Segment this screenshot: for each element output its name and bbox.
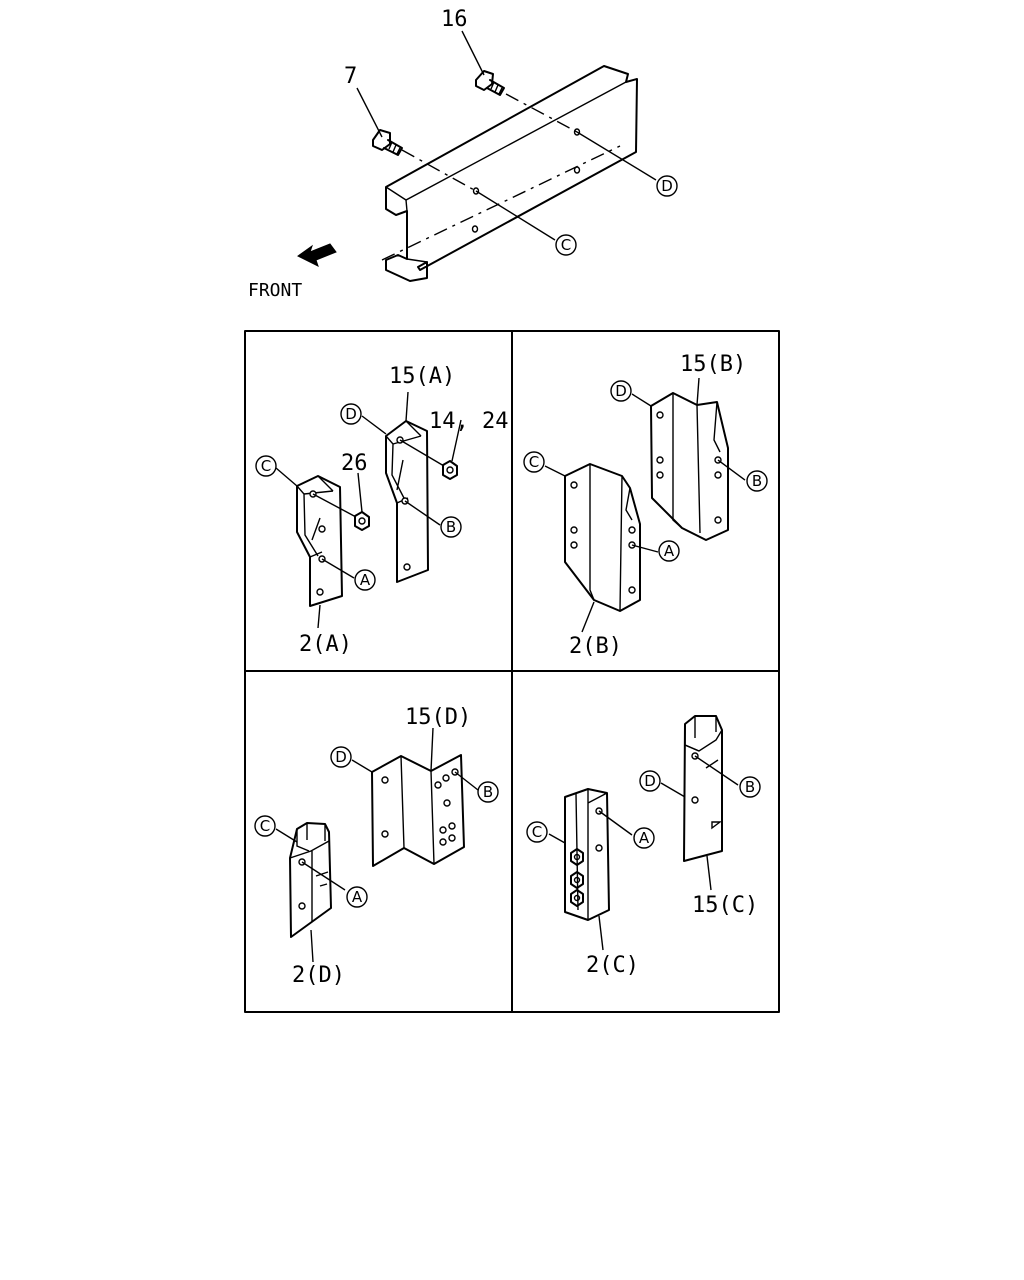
label-14-24: 14, 24 xyxy=(429,409,508,434)
label-15a: 15(A) xyxy=(389,364,455,389)
callout-b-panel-a: B xyxy=(446,518,456,536)
label-7: 7 xyxy=(344,64,357,89)
callout-d-top: D xyxy=(661,177,673,195)
callout-c-panel-c: C xyxy=(532,823,542,841)
callout-a-panel-c: A xyxy=(639,829,650,847)
label-15c: 15(C) xyxy=(692,893,758,918)
panel-c xyxy=(548,715,739,951)
front-arrow-icon xyxy=(297,243,337,267)
callout-a-panel-d: A xyxy=(352,888,363,906)
bolt-7-icon xyxy=(372,129,403,156)
callout-b-panel-c: B xyxy=(745,778,755,796)
callout-d-panel-c: D xyxy=(644,772,656,790)
callout-c-panel-a: C xyxy=(261,457,271,475)
callout-c-panel-b: C xyxy=(529,453,539,471)
label-15d: 15(D) xyxy=(405,705,471,730)
callout-a-panel-b: A xyxy=(664,542,675,560)
label-2a: 2(A) xyxy=(299,632,352,657)
callout-b-panel-d: B xyxy=(483,783,493,801)
panel-d xyxy=(275,727,479,963)
label-2c: 2(C) xyxy=(586,953,639,978)
callout-a-panel-a: A xyxy=(360,571,371,589)
callout-d-panel-a: D xyxy=(345,405,357,423)
callout-d-panel-b: D xyxy=(615,382,627,400)
label-26: 26 xyxy=(341,451,368,476)
label-16: 16 xyxy=(441,7,468,32)
bolt-16-icon xyxy=(475,70,505,96)
label-2d: 2(D) xyxy=(292,963,345,988)
front-label: FRONT xyxy=(248,280,302,301)
panel-b xyxy=(544,377,746,633)
panel-a xyxy=(275,391,462,629)
label-2b: 2(B) xyxy=(569,634,622,659)
frame-rail xyxy=(385,65,638,282)
label-15b: 15(B) xyxy=(680,352,746,377)
callout-b-panel-b: B xyxy=(752,472,762,490)
callout-c-top: C xyxy=(561,236,571,254)
detail-grid xyxy=(244,330,780,1013)
callout-c-panel-d: C xyxy=(260,817,270,835)
callout-d-panel-d: D xyxy=(335,748,347,766)
